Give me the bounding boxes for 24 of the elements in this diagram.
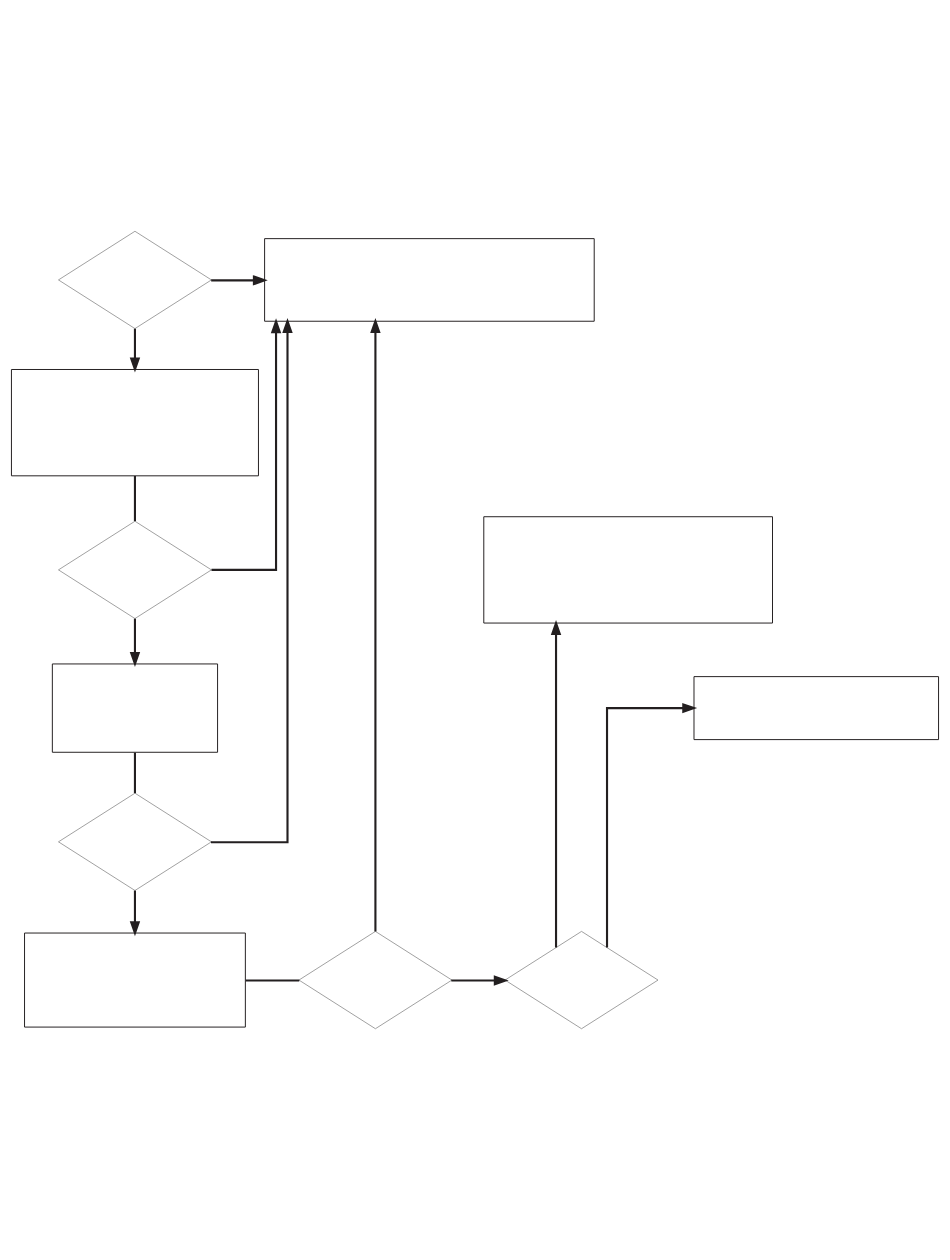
arrow <box>370 318 381 932</box>
node-diamond <box>58 792 212 891</box>
arrow <box>451 975 509 986</box>
node-diamond <box>298 931 453 1030</box>
node-box <box>10 369 259 477</box>
arrow <box>550 620 562 948</box>
connector <box>133 476 137 522</box>
node-box <box>24 932 246 1028</box>
node-box <box>693 676 940 741</box>
node-box <box>264 238 595 322</box>
arrow <box>129 618 141 667</box>
node-box <box>51 663 219 753</box>
arrow <box>211 318 293 844</box>
arrow <box>129 328 141 373</box>
connector <box>245 979 300 982</box>
arrow <box>605 702 698 948</box>
node-diamond <box>504 931 659 1030</box>
arrow <box>211 318 282 571</box>
node-diamond <box>58 520 212 619</box>
connector <box>133 752 137 794</box>
node-diamond <box>58 230 212 329</box>
arrow <box>129 890 141 937</box>
node-box <box>483 516 773 624</box>
arrow <box>211 275 268 286</box>
